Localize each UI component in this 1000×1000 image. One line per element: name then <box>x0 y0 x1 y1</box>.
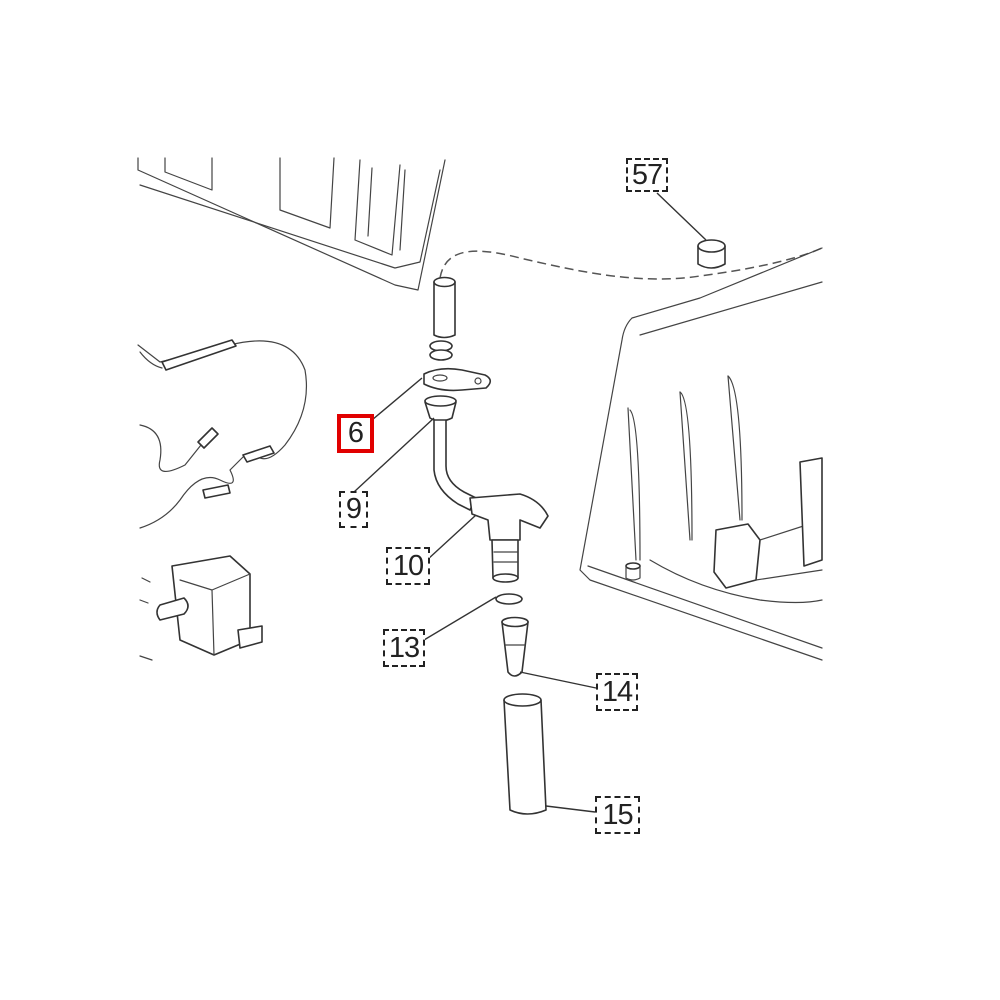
housing-panel <box>137 157 446 291</box>
base-tray <box>579 247 823 661</box>
callout-10[interactable]: 10 <box>386 547 430 585</box>
clamp-part-6 <box>423 367 492 392</box>
callout-57[interactable]: 57 <box>626 158 668 192</box>
leader-lines <box>353 192 707 813</box>
callout-9[interactable]: 9 <box>339 491 368 528</box>
callout-15[interactable]: 15 <box>595 796 640 834</box>
nozzle-part-14 <box>501 616 529 677</box>
wire-harness <box>137 339 308 529</box>
o-ring-part-13 <box>495 593 523 605</box>
spring-clip <box>429 340 453 361</box>
bushing-part-57 <box>697 239 726 269</box>
valve-part-10 <box>469 493 549 583</box>
upper-tube <box>433 276 456 339</box>
tube-route-dashed <box>439 247 823 280</box>
callout-13[interactable]: 13 <box>383 629 425 667</box>
funnel-part-9 <box>424 395 477 511</box>
callout-14[interactable]: 14 <box>596 673 638 711</box>
tube-part-15 <box>503 693 547 815</box>
callout-6[interactable]: 6 <box>337 414 374 453</box>
rotary-switch <box>139 555 263 661</box>
